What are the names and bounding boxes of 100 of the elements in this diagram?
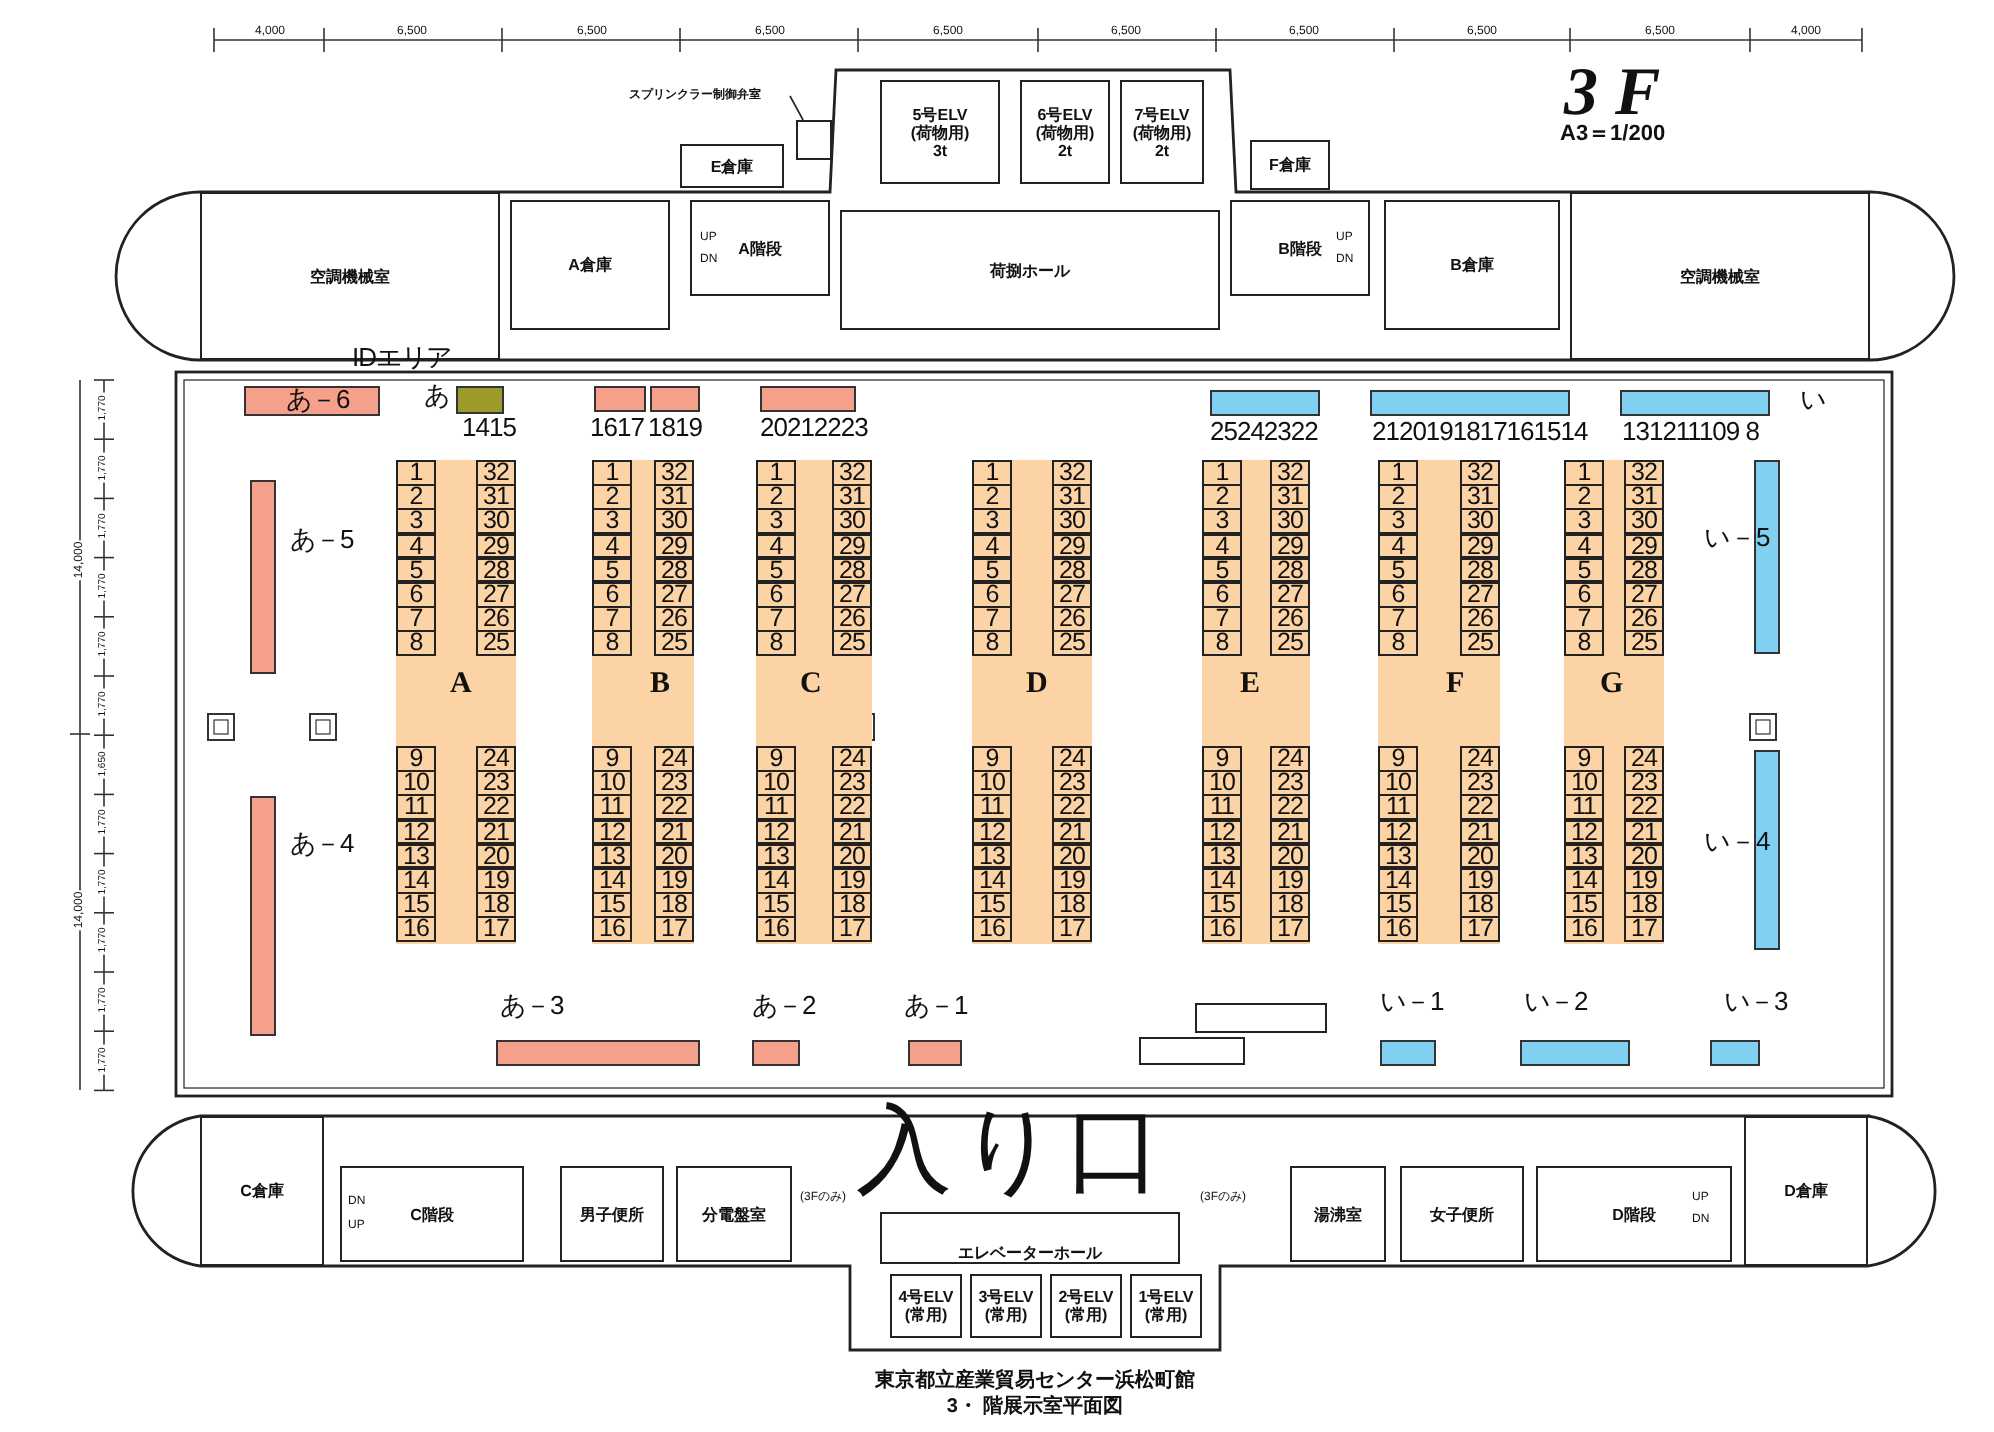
booth: 31 — [476, 484, 516, 510]
booth: 5 — [756, 557, 796, 583]
booth: 11 — [1564, 794, 1604, 821]
booth: 22 — [1270, 794, 1310, 821]
booth: 13 — [1378, 843, 1418, 869]
room-label: E倉庫 — [710, 157, 754, 175]
booth: 13 — [972, 843, 1012, 869]
booth: 20 — [1052, 843, 1092, 869]
booth: 31 — [654, 484, 694, 510]
exhibit-booth-bar — [650, 386, 700, 412]
booth: 25 — [1052, 630, 1092, 657]
booth: 20 — [832, 843, 872, 869]
booth: 32 — [1460, 460, 1500, 486]
booth: 1 — [1564, 460, 1604, 486]
booth-group-label: あ — [424, 382, 449, 410]
booth: 24 — [1460, 746, 1500, 772]
booth: 21 — [1460, 819, 1500, 845]
booth: 25 — [476, 630, 516, 657]
room-label: (荷物用) — [1132, 123, 1192, 141]
booth: 16 — [396, 916, 436, 943]
booth-group-label: 1617 — [590, 414, 644, 442]
booth: 22 — [1624, 794, 1664, 821]
booth-group-label: あ－4 — [290, 830, 354, 858]
exhibit-booth-bar — [760, 386, 856, 412]
booth: 17 — [654, 916, 694, 943]
booth: 11 — [1378, 794, 1418, 821]
booth: 6 — [1378, 582, 1418, 608]
booth: 16 — [1202, 916, 1242, 943]
booth: 30 — [1270, 508, 1310, 535]
room-label: A階段 — [738, 239, 782, 257]
booth: 14 — [1378, 868, 1418, 894]
booth: 1 — [756, 460, 796, 486]
booth: 7 — [1564, 606, 1604, 632]
booth: 11 — [396, 794, 436, 821]
room-label: C倉庫 — [240, 1182, 284, 1200]
booth: 1 — [592, 460, 632, 486]
booth: 7 — [756, 606, 796, 632]
booth: 3 — [1564, 508, 1604, 535]
booth: 29 — [476, 533, 516, 559]
exhibit-booth-bar — [1754, 460, 1780, 654]
booth: 10 — [592, 770, 632, 796]
booth: 21 — [1052, 819, 1092, 845]
booth: 30 — [1460, 508, 1500, 535]
booth: 9 — [396, 746, 436, 772]
booth: 15 — [1202, 892, 1242, 918]
room-label: D倉庫 — [1784, 1182, 1828, 1200]
room — [1400, 1166, 1524, 1262]
exhibit-booth-bar — [1754, 750, 1780, 950]
booth: 10 — [972, 770, 1012, 796]
booth: 16 — [1564, 916, 1604, 943]
booth: 16 — [972, 916, 1012, 943]
booth-group-label: い — [1800, 386, 1826, 412]
booth: 25 — [654, 630, 694, 657]
booth: 2 — [1564, 484, 1604, 510]
exhibit-booth-bar — [594, 386, 646, 412]
booth-group-label: 1415 — [462, 414, 516, 442]
booth: 9 — [756, 746, 796, 772]
room — [1250, 140, 1330, 190]
booth: 29 — [832, 533, 872, 559]
booth: 27 — [1270, 582, 1310, 608]
booth: 23 — [1624, 770, 1664, 796]
booth: 4 — [1202, 533, 1242, 559]
booth: 11 — [1202, 794, 1242, 821]
booth: 19 — [832, 868, 872, 894]
room — [680, 144, 784, 188]
booth: 19 — [1052, 868, 1092, 894]
booth: 1 — [396, 460, 436, 486]
room-label: 7号ELV — [1134, 105, 1190, 123]
booth: 18 — [654, 892, 694, 918]
room — [676, 1166, 792, 1262]
booth: 32 — [1624, 460, 1664, 486]
booth: 21 — [832, 819, 872, 845]
booth: 25 — [1624, 630, 1664, 657]
booth-group-label: い－4 — [1704, 828, 1771, 854]
booth: 6 — [592, 582, 632, 608]
booth: 17 — [1052, 916, 1092, 943]
booth: 18 — [1052, 892, 1092, 918]
room-label: B階段 — [1278, 239, 1322, 257]
booth: 6 — [396, 582, 436, 608]
booth-island — [756, 460, 872, 944]
leader-line — [789, 95, 804, 121]
booth: 1 — [1378, 460, 1418, 486]
booth-island — [592, 460, 694, 944]
room-label: 2t — [1154, 141, 1170, 159]
room-label: 女子便所 — [1430, 1205, 1494, 1223]
booth: 18 — [1460, 892, 1500, 918]
aisle-letter: G — [1600, 668, 1624, 702]
booth: 5 — [1378, 557, 1418, 583]
booth: 10 — [1202, 770, 1242, 796]
booth: 23 — [476, 770, 516, 796]
booth: 27 — [832, 582, 872, 608]
exhibit-booth-bar — [1210, 390, 1320, 416]
booth: 30 — [832, 508, 872, 535]
room — [1744, 1116, 1868, 1266]
room-label: 2t — [1057, 141, 1073, 159]
booth: 19 — [1270, 868, 1310, 894]
exhibit-booth-bar — [1620, 390, 1770, 416]
stairwell — [1536, 1166, 1732, 1262]
booth: 27 — [1624, 582, 1664, 608]
booth: 28 — [832, 557, 872, 583]
